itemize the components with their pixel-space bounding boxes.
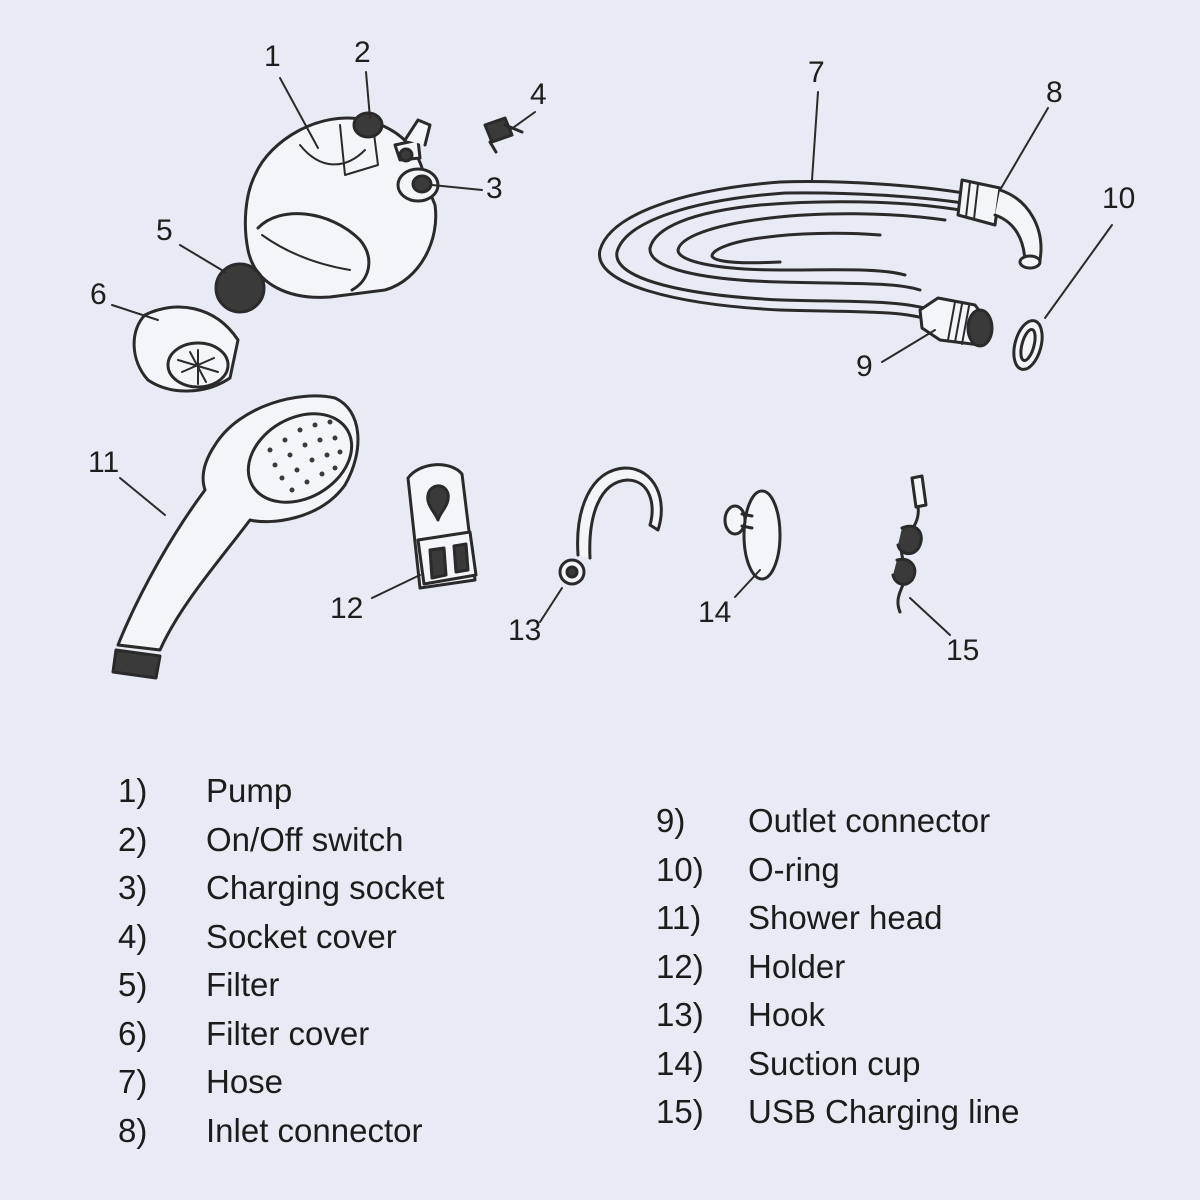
legend-name: Holder xyxy=(748,948,845,986)
hose-part xyxy=(599,182,975,320)
legend-name: USB Charging line xyxy=(748,1093,1019,1131)
legend-name: Filter cover xyxy=(206,1015,369,1053)
callout-15: 15 xyxy=(946,636,979,666)
legend-name: Socket cover xyxy=(206,918,397,956)
callout-10: 10 xyxy=(1102,184,1135,214)
legend-name: O-ring xyxy=(748,851,840,889)
usb-charging-line-part xyxy=(893,476,926,612)
callout-4: 4 xyxy=(530,80,547,110)
legend-name: Charging socket xyxy=(206,869,444,907)
legend-number: 3) xyxy=(118,869,147,907)
callout-8: 8 xyxy=(1046,78,1063,108)
callout-6: 6 xyxy=(90,280,107,310)
legend-number: 14) xyxy=(656,1045,704,1083)
legend-name: Pump xyxy=(206,772,292,810)
holder-part xyxy=(408,465,476,588)
callout-1: 1 xyxy=(264,42,281,72)
legend-number: 11) xyxy=(656,899,701,937)
legend-number: 1) xyxy=(118,772,147,810)
suction-cup-part xyxy=(725,491,780,579)
legend-name: Inlet connector xyxy=(206,1112,422,1150)
legend-number: 9) xyxy=(656,802,685,840)
legend-name: Shower head xyxy=(748,899,942,937)
legend-name: Outlet connector xyxy=(748,802,990,840)
inlet-connector-part xyxy=(958,180,1041,268)
legend-number: 10) xyxy=(656,851,704,889)
socket-cover-part xyxy=(485,118,522,152)
outlet-connector-part xyxy=(920,298,992,346)
callout-3: 3 xyxy=(486,174,503,204)
legend-number: 15) xyxy=(656,1093,704,1131)
hook-part xyxy=(560,468,661,584)
callout-2: 2 xyxy=(354,38,371,68)
callout-11: 11 xyxy=(88,448,119,478)
shower-head-part xyxy=(113,396,368,678)
legend-number: 12) xyxy=(656,948,704,986)
callout-12: 12 xyxy=(330,594,363,624)
callout-9: 9 xyxy=(856,352,873,382)
legend-number: 13) xyxy=(656,996,704,1034)
legend-name: Hose xyxy=(206,1063,283,1101)
callout-7: 7 xyxy=(808,58,825,88)
legend-number: 7) xyxy=(118,1063,147,1101)
legend-name: Filter xyxy=(206,966,279,1004)
callout-13: 13 xyxy=(508,616,541,646)
legend-number: 6) xyxy=(118,1015,147,1053)
legend-number: 2) xyxy=(118,821,147,859)
leader-lines xyxy=(112,72,1112,635)
callout-5: 5 xyxy=(156,216,173,246)
legend-name: Suction cup xyxy=(748,1045,920,1083)
legend-name: Hook xyxy=(748,996,825,1034)
legend-number: 8) xyxy=(118,1112,147,1150)
filter-cover-part xyxy=(134,307,238,391)
legend-name: On/Off switch xyxy=(206,821,403,859)
legend-number: 4) xyxy=(118,918,147,956)
o-ring-part xyxy=(1009,317,1047,372)
callout-14: 14 xyxy=(698,598,731,628)
legend-number: 5) xyxy=(118,966,147,1004)
